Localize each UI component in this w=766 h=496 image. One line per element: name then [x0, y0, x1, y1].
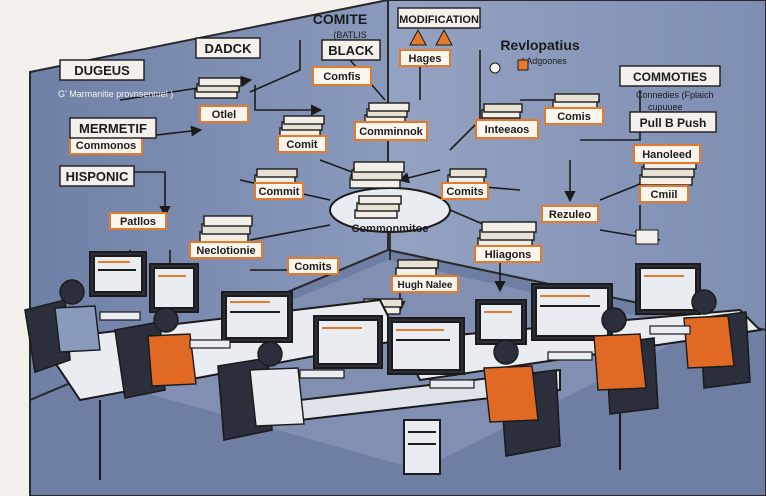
- svg-text:Commonos: Commonos: [76, 140, 137, 152]
- stack-14: [481, 103, 523, 119]
- tag-comfis-top: Comfis: [312, 66, 372, 86]
- stack-1: [194, 77, 242, 99]
- monitor-6: [475, 299, 527, 345]
- stack-5: [354, 195, 402, 219]
- svg-text:Hugh Nalee: Hugh Nalee: [397, 280, 452, 291]
- center-disc-label: Commonmitoe: [352, 223, 429, 235]
- tag-comits-mid: Comits: [441, 182, 489, 200]
- monitor-3: [221, 291, 293, 343]
- person-1: [54, 279, 101, 353]
- svg-text:Hliagons: Hliagons: [485, 249, 531, 261]
- heading-dadck: DADCK: [205, 41, 253, 56]
- tag-hanoleed: Hanoleed: [633, 144, 701, 164]
- tags: Comfis Hages Otlel Commonos Comit Commin…: [69, 49, 701, 293]
- tag-otlel: Otlel: [199, 105, 249, 123]
- monitor-4: [313, 315, 383, 369]
- person-icon: [489, 62, 501, 74]
- heading-comite-sub: (BATLIS: [333, 30, 366, 40]
- people: [54, 279, 735, 427]
- svg-text:Commit: Commit: [259, 186, 300, 198]
- monitor-7: [531, 283, 613, 341]
- person-3: [249, 341, 305, 427]
- warning-icon: [409, 28, 427, 46]
- stack-6: [254, 168, 298, 184]
- wall-icons: [409, 28, 659, 245]
- svg-text:Comit: Comit: [286, 139, 318, 151]
- tag-hugh-nalee: Hugh Nalee: [391, 275, 459, 293]
- svg-text:Hages: Hages: [408, 53, 441, 65]
- monitor-1: [89, 251, 147, 297]
- person-4: [483, 339, 539, 423]
- stack-8: [552, 93, 600, 109]
- monitor-2: [149, 263, 199, 313]
- stack-2: [279, 115, 325, 137]
- stack-3: [364, 102, 410, 124]
- heading-commoties-sub2: cupuuee: [648, 102, 683, 112]
- tag-hages: Hages: [399, 49, 451, 67]
- heading-commoties: COMMOTIES: [633, 70, 707, 84]
- stack-10: [199, 215, 253, 243]
- stack-12: [395, 259, 439, 277]
- tag-commit-mid: Commit: [254, 182, 304, 200]
- svg-text:Otlel: Otlel: [212, 109, 236, 121]
- svg-text:Inteeaos: Inteeaos: [485, 124, 530, 136]
- heading-dugeus-sub: G' Marmanitie provnsenmel ): [58, 89, 173, 99]
- headings: DUGEUS G' Marmanitie provnsenmel ) MERME…: [58, 7, 721, 187]
- svg-text:Hanoleed: Hanoleed: [642, 149, 692, 161]
- svg-text:Cmiil: Cmiil: [651, 189, 678, 201]
- stack-11: [477, 221, 537, 249]
- tag-comminnok: Comminnok: [354, 121, 428, 141]
- keyboards: [99, 311, 691, 389]
- svg-text:Comfis: Comfis: [323, 71, 360, 83]
- stack-4: [349, 161, 405, 189]
- heading-revlopatius: Revlopatius: [500, 37, 580, 53]
- heading-mermetif: MERMETIF: [79, 121, 147, 136]
- tag-neclotionie: Neclotionie: [189, 241, 263, 259]
- heading-comite: COMITE: [313, 11, 367, 27]
- pc-tower: [403, 419, 441, 475]
- person-5: [593, 307, 647, 391]
- tag-comis-right: Comis: [544, 107, 604, 125]
- svg-text:Rezuleo: Rezuleo: [549, 209, 591, 221]
- svg-text:Neclotionie: Neclotionie: [196, 245, 255, 257]
- stack-7: [447, 168, 487, 184]
- orange-square-icon: [517, 59, 529, 71]
- heading-modification: MODIFICATION: [399, 14, 479, 26]
- heading-black: BLACK: [328, 43, 374, 58]
- tag-rezuleo: Rezuleo: [541, 205, 599, 223]
- warning-icon-2: [435, 28, 453, 46]
- svg-text:Comits: Comits: [294, 261, 331, 273]
- heading-commoties-sub1: Connedies (Fplaich: [636, 90, 714, 100]
- tag-inteeaos: Inteeaos: [475, 119, 539, 139]
- svg-text:Comits: Comits: [446, 186, 483, 198]
- person-2: [147, 307, 197, 387]
- monitors: [89, 251, 701, 375]
- gear-icon: [635, 229, 659, 245]
- heading-revlopatius-sub: ( Adgoones: [521, 56, 567, 66]
- tag-comit-left: Comit: [277, 135, 327, 153]
- tag-patllos: Patllos: [109, 212, 167, 230]
- svg-text:Patllos: Patllos: [120, 216, 156, 228]
- tag-cmiil: Cmiil: [639, 185, 689, 203]
- svg-text:Comminnok: Comminnok: [359, 126, 423, 138]
- monitor-5: [387, 317, 465, 375]
- person-6: [683, 289, 735, 369]
- monitor-8: [635, 263, 701, 315]
- tag-comits-low: Comits: [287, 257, 339, 275]
- heading-dugeus: DUGEUS: [74, 63, 130, 78]
- tag-hliagons: Hliagons: [474, 245, 542, 263]
- svg-text:Comis: Comis: [557, 111, 591, 123]
- heading-pull-push: Pull B Push: [640, 116, 707, 130]
- heading-hisponic: HISPONIC: [66, 169, 129, 184]
